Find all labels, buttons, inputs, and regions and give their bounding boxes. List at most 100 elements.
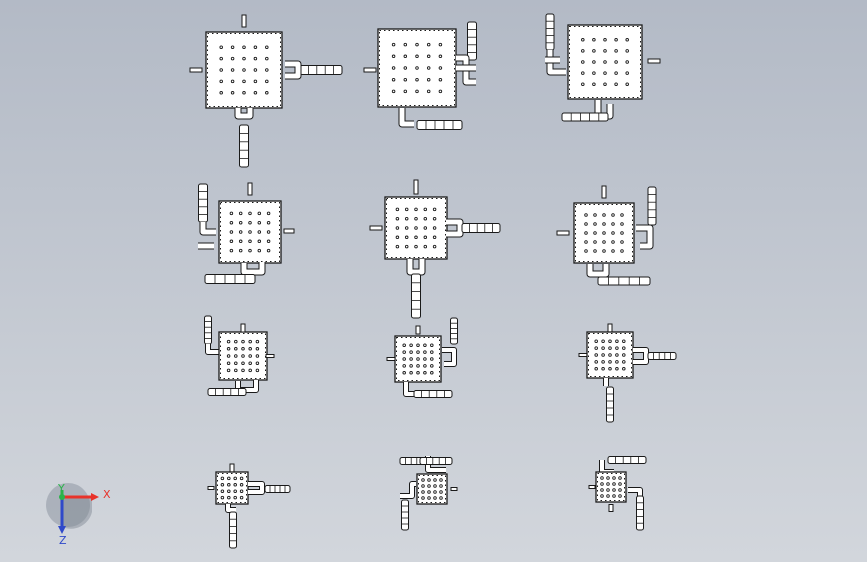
mounting-hole <box>414 216 418 221</box>
mounting-hole <box>241 339 245 344</box>
mounting-hole <box>612 494 616 498</box>
micrometer-barrel <box>419 457 453 465</box>
adjuster-stub <box>386 357 396 361</box>
mounting-hole <box>581 38 585 42</box>
micrometer-barrel <box>636 495 644 531</box>
xy-stage-5 <box>369 179 501 319</box>
stage-table <box>377 28 457 108</box>
micrometer-barrel <box>450 317 458 345</box>
mounting-hole <box>391 54 396 59</box>
mounting-hole <box>423 244 428 249</box>
mounting-hole <box>430 371 434 375</box>
mounting-hole <box>404 207 409 212</box>
micrometer-barrel <box>204 274 256 284</box>
mounting-hole <box>227 483 231 487</box>
stage-table <box>595 471 627 503</box>
mounting-hole <box>242 68 246 72</box>
stage-table <box>218 200 282 264</box>
mounting-hole <box>600 482 604 486</box>
mounting-hole <box>430 364 434 368</box>
micrometer-knob <box>204 274 256 284</box>
mounting-hole <box>622 360 626 364</box>
mounting-hole <box>229 230 234 234</box>
mounting-hole <box>234 368 238 373</box>
mounting-hole <box>219 56 223 61</box>
micrometer-knob <box>198 183 208 223</box>
mounting-hole <box>219 45 223 49</box>
mounting-hole <box>255 361 260 365</box>
adjuster-stub <box>283 228 295 234</box>
mounting-hole <box>426 77 431 82</box>
mounting-hole <box>601 346 605 350</box>
mounting-hole <box>602 213 606 217</box>
micrometer-knob <box>636 495 644 531</box>
micrometer-knob <box>229 511 237 549</box>
mounting-hole <box>602 240 606 244</box>
mounting-hole <box>226 347 231 351</box>
bracket-body <box>446 219 463 237</box>
mounting-hole <box>238 211 243 216</box>
triad-origin <box>59 494 65 500</box>
mounting-hole <box>625 82 629 86</box>
mounting-hole <box>601 360 605 364</box>
mounting-hole <box>426 42 431 47</box>
micrometer-knob <box>647 352 677 360</box>
adjuster-stub <box>601 185 607 199</box>
mounting-hole <box>622 339 626 343</box>
mounting-hole <box>395 226 400 230</box>
mounting-hole <box>416 364 420 368</box>
mounting-hole <box>614 60 618 64</box>
stage-table <box>394 335 442 383</box>
mounting-hole <box>615 353 619 357</box>
mounting-hole <box>238 220 243 225</box>
mounting-hole <box>423 343 427 347</box>
mounting-hole <box>219 79 223 84</box>
mounting-hole <box>622 353 626 357</box>
triad-shadow <box>62 497 92 529</box>
mounting-hole <box>257 211 262 216</box>
mounting-hole <box>226 354 231 358</box>
mounting-hole <box>242 56 246 61</box>
mounting-hole <box>241 361 245 365</box>
micrometer-barrel <box>229 511 237 549</box>
mounting-hole <box>395 216 400 221</box>
micrometer-knob <box>606 386 614 423</box>
mounting-hole <box>226 368 231 373</box>
mounting-hole <box>255 339 260 344</box>
view-orientation-triad[interactable]: X Y Z <box>46 482 111 547</box>
mounting-hole <box>265 56 269 61</box>
xy-stage-11 <box>399 456 458 531</box>
mounting-hole <box>584 231 588 235</box>
stage-table <box>573 202 635 264</box>
stage-table-edge <box>207 33 281 107</box>
adjuster-stub <box>240 323 246 333</box>
mounting-hole <box>241 347 245 351</box>
mounting-hole <box>415 42 419 47</box>
micrometer-knob <box>416 120 463 130</box>
xy-stage-10 <box>207 463 291 549</box>
mounting-hole <box>220 495 225 500</box>
mounting-hole <box>414 226 418 230</box>
mounting-hole <box>239 483 244 487</box>
mounting-hole <box>248 339 252 344</box>
micrometer-knob <box>204 315 212 345</box>
mounting-hole <box>584 222 588 226</box>
bracket-body <box>235 108 253 119</box>
mounting-hole <box>600 488 604 492</box>
xy-stage-8 <box>386 317 458 398</box>
mounting-hole <box>391 66 396 70</box>
mounting-hole <box>233 495 237 500</box>
mounting-hole <box>409 364 413 368</box>
mounting-hole <box>416 343 420 347</box>
mounting-hole <box>438 42 443 47</box>
mounting-hole <box>265 91 269 95</box>
mounting-hole <box>265 79 269 84</box>
adjuster-stub <box>413 179 419 195</box>
mounting-hole <box>615 339 619 343</box>
mounting-hole <box>415 77 419 82</box>
mounting-hole <box>622 367 626 371</box>
micrometer-barrel <box>647 186 657 226</box>
mounting-hole <box>430 357 434 361</box>
